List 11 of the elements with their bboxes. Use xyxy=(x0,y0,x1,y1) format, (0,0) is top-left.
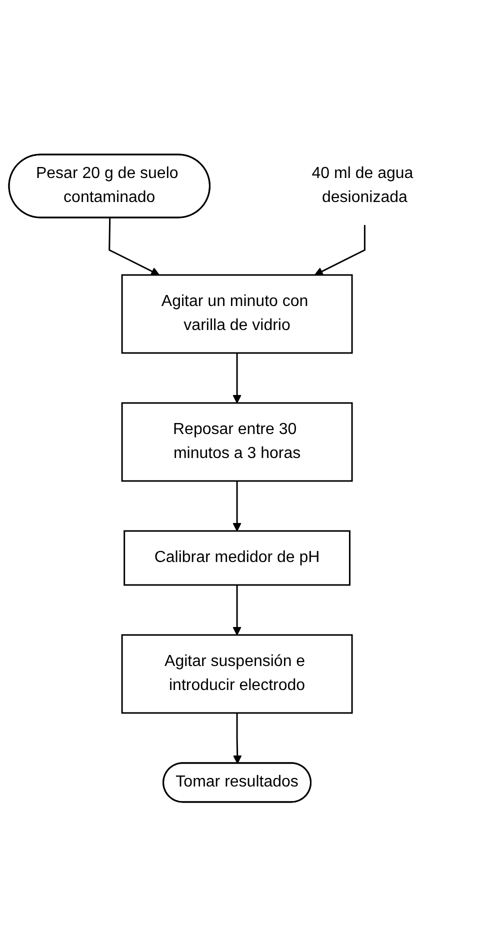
node-box: Calibrar medidor de pH xyxy=(124,530,351,586)
arrow xyxy=(232,352,242,403)
arrow xyxy=(314,224,366,275)
node-box: Agitar un minuto con varilla de vidrio xyxy=(121,274,353,354)
node-text: 40 ml de agua desionizada xyxy=(312,164,414,206)
node-box: Agitar suspensión e introducir electrodo xyxy=(121,634,353,714)
arrow xyxy=(232,584,242,635)
node-box: Reposar entre 30 minutos a 3 horas xyxy=(121,402,353,482)
arrow xyxy=(233,712,242,764)
arrow xyxy=(108,218,160,275)
arrow xyxy=(232,480,242,531)
